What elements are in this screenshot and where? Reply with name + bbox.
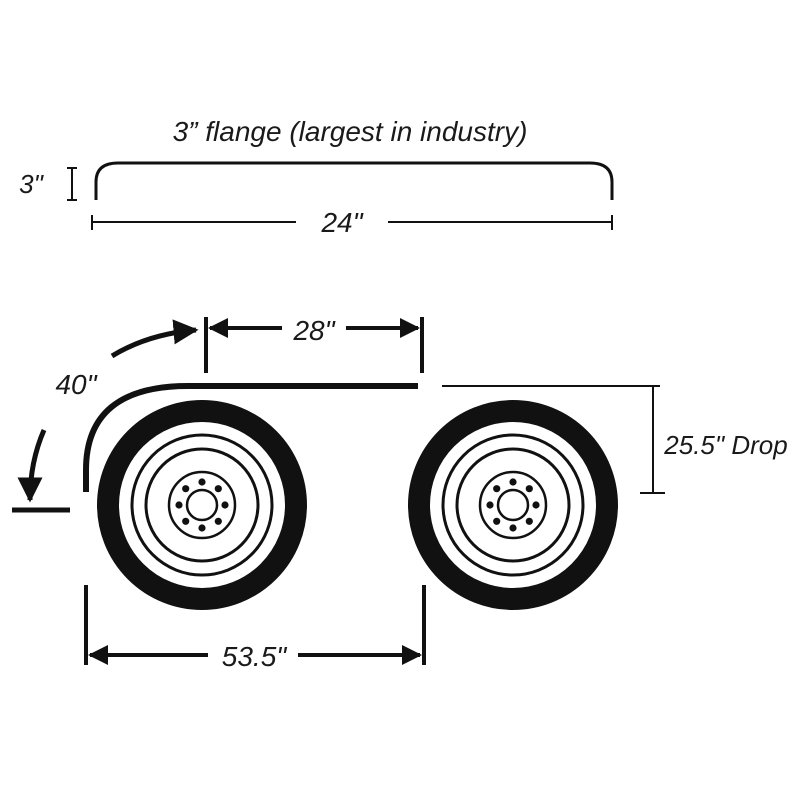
left-wheel-rim: [130, 433, 274, 577]
top-length-label: 28": [292, 315, 335, 346]
top-length-dimension: [204, 317, 424, 373]
arc-length-upper-arrow: [110, 319, 199, 359]
drop-label: 25.5" Drop: [663, 430, 787, 460]
right-wheel-hub-center: [496, 488, 530, 522]
arc-length-label: 40": [55, 369, 97, 400]
fender-outline-group: [12, 383, 660, 513]
flange-profile-group: 3” flange (largest in industry) 3" 24": [19, 116, 614, 238]
fender-top-curve: [83, 383, 418, 492]
left-wheel-hub-center: [185, 488, 219, 522]
flange-height-label: 3": [19, 169, 44, 199]
right-wheel-rim: [441, 433, 585, 577]
left-wheel-lug-nuts: [175, 478, 229, 532]
right-wheel: [408, 400, 618, 610]
left-wheel: [97, 400, 307, 610]
bottom-length-dimension: [84, 585, 426, 665]
right-wheel-lug-nuts: [486, 478, 540, 532]
bottom-length-label: 53.5": [222, 641, 287, 672]
arc-length-dimension: [17, 319, 199, 503]
left-wheel-hub-ring: [167, 470, 237, 540]
flange-title-label: 3” flange (largest in industry): [173, 116, 528, 147]
flange-width-label: 24": [320, 207, 363, 238]
left-wheel-tire: [97, 400, 307, 610]
left-wheel-rim-inner: [144, 447, 260, 563]
right-wheel-tire: [408, 400, 618, 610]
flange-width-dimension: [91, 215, 613, 230]
flange-height-dimension: [67, 167, 77, 201]
flange-profile-outline: [94, 161, 614, 200]
right-wheel-rim-inner: [455, 447, 571, 563]
arc-length-lower-arrow: [17, 428, 47, 503]
drop-dimension: [640, 386, 665, 494]
right-wheel-hub-ring: [478, 470, 548, 540]
